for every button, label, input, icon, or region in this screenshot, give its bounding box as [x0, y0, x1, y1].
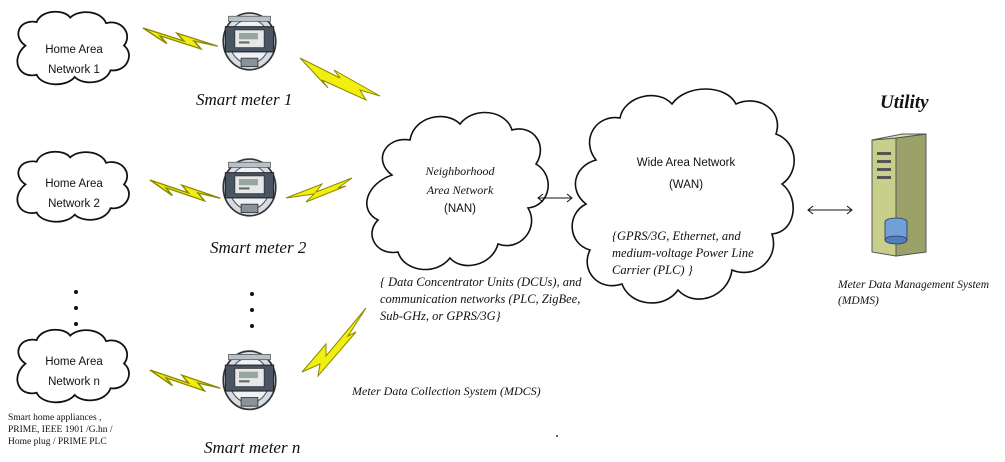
- nan-description: { Data Concentrator Units (DCUs), and co…: [380, 274, 582, 325]
- smart-meter-icon: [222, 350, 277, 411]
- bidirectional-arrow-icon: [807, 205, 853, 215]
- lightning-icon: [299, 57, 381, 102]
- lightning-icon: [301, 307, 367, 378]
- mdms-label: Meter Data Management System (MDMS): [838, 277, 989, 309]
- han-note-line3: Home plug / PRIME PLC: [8, 437, 107, 447]
- mdms-line2: (MDMS): [838, 295, 879, 307]
- smart-meter-n-label: Smart meter n: [204, 438, 301, 457]
- mdms-line1: Meter Data Management System: [838, 279, 990, 291]
- han-1-line1: Home Area: [45, 44, 103, 56]
- bidirectional-arrow-icon: [537, 193, 573, 203]
- mdcs-label: Meter Data Collection System (MDCS): [352, 384, 541, 398]
- wan-desc-line3: Carrier (PLC) }: [612, 263, 693, 277]
- wan-label: Wide Area Network (WAN): [616, 152, 756, 196]
- smart-meter-icon: [222, 158, 277, 217]
- ellipsis-dots-meter: [250, 292, 254, 340]
- wan-cloud: [571, 88, 795, 304]
- wan-description: {GPRS/3G, Ethernet, and medium-voltage P…: [612, 228, 754, 279]
- nan-line1: Neighborhood: [425, 164, 495, 178]
- lightning-icon: [149, 179, 222, 202]
- nan-label: Neighborhood Area Network (NAN): [400, 162, 520, 219]
- lightning-icon: [142, 27, 219, 50]
- lightning-icon: [285, 177, 353, 203]
- han-n-line1: Home Area: [45, 356, 103, 368]
- nan-desc-line1: { Data Concentrator Units (DCUs), and: [380, 275, 582, 289]
- han-note-line2: PRIME, IEEE 1901 /G.hn /: [8, 425, 113, 435]
- han-n-label: Home Area Network n: [30, 352, 118, 392]
- nan-desc-line3: Sub-GHz, or GPRS/3G}: [380, 309, 501, 323]
- wan-line1: Wide Area Network: [636, 157, 736, 169]
- wan-line2: (WAN): [668, 179, 704, 191]
- utility-title: Utility: [880, 92, 929, 113]
- nan-cloud: [366, 111, 549, 271]
- han-1-line2: Network 1: [48, 64, 100, 76]
- han-2-line2: Network 2: [48, 198, 100, 210]
- stray-dot: [556, 435, 558, 437]
- smart-meter-1-label: Smart meter 1: [196, 90, 293, 109]
- wan-desc-line2: medium-voltage Power Line: [612, 246, 754, 260]
- server-icon: [871, 133, 927, 257]
- lightning-icon: [149, 369, 222, 392]
- smart-meter-2-label: Smart meter 2: [210, 238, 307, 257]
- han-1-label: Home Area Network 1: [30, 40, 118, 80]
- smart-meter-icon: [222, 12, 277, 71]
- han-technologies-note: Smart home appliances , PRIME, IEEE 1901…: [8, 412, 148, 448]
- ellipsis-dots-han: [74, 290, 78, 338]
- han-2-line1: Home Area: [45, 178, 103, 190]
- han-note-line1: Smart home appliances ,: [8, 413, 102, 423]
- wan-desc-line1: {GPRS/3G, Ethernet, and: [612, 229, 741, 243]
- nan-line2: Area Network: [426, 183, 494, 197]
- han-2-label: Home Area Network 2: [30, 174, 118, 214]
- han-n-line2: Network n: [48, 376, 100, 388]
- nan-desc-line2: communication networks (PLC, ZigBee,: [380, 292, 581, 306]
- nan-line3: (NAN): [444, 203, 476, 215]
